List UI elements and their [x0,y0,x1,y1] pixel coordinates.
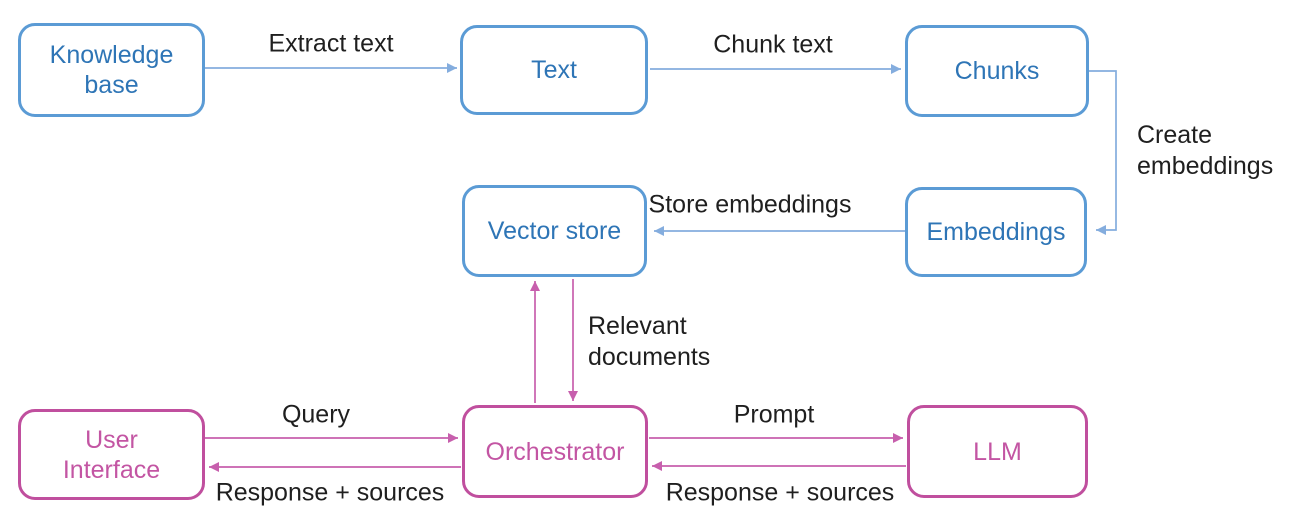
edge-label-query: Query [281,400,351,429]
node-orchestrator-label: Orchestrator [485,437,625,466]
edge-label-chunk-text: Chunk text [713,30,833,59]
edge-label-extract-text: Extract text [268,29,394,58]
node-user-interface: User Interface [18,409,205,500]
arrow-create-embeddings [1089,70,1117,235]
node-knowledge-base-label: Knowledge base [49,41,174,99]
node-chunks: Chunks [905,25,1089,117]
edge-label-response-sources-ui: Response + sources [215,478,445,507]
node-embeddings: Embeddings [905,187,1087,277]
node-vector-store: Vector store [462,185,647,277]
node-knowledge-base: Knowledge base [18,23,205,117]
edge-label-create-embeddings: Create embeddings [1137,121,1274,180]
edge-label-prompt: Prompt [733,400,815,429]
edge-label-relevant-documents: Relevant documents [588,312,711,371]
node-chunks-label: Chunks [954,57,1040,85]
edge-label-response-sources-llm: Response + sources [665,478,895,507]
edge-label-store-embeddings: Store embeddings [648,190,852,219]
node-user-interface-label: User Interface [62,425,161,484]
node-text-label: Text [531,56,577,84]
node-llm: LLM [907,405,1088,498]
node-text: Text [460,25,648,115]
node-llm-label: LLM [973,437,1022,466]
node-vector-store-label: Vector store [487,217,622,245]
node-orchestrator: Orchestrator [462,405,648,498]
node-embeddings-label: Embeddings [926,218,1066,246]
